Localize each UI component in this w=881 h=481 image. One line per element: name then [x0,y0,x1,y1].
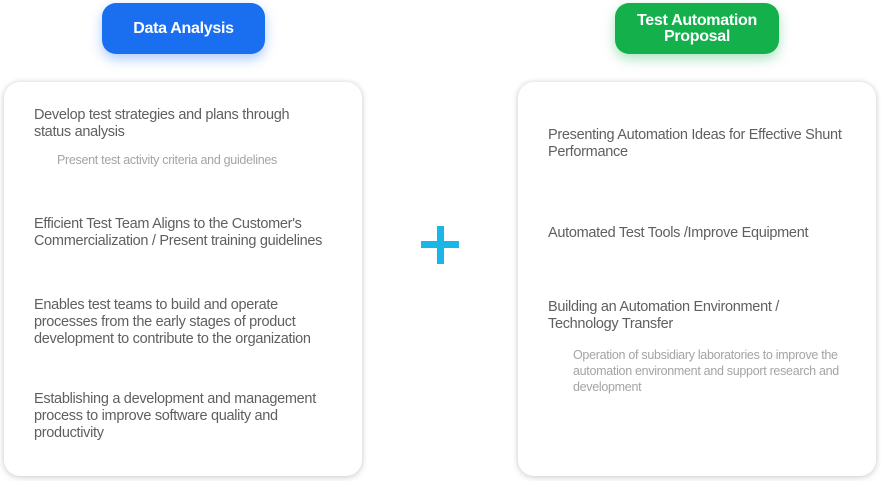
left-item-2: Efficient Test Team Aligns to the Custom… [34,216,323,249]
left-item-3: Enables test teams to build and operate … [34,297,311,347]
right-subitem-1: Operation of subsidiary laboratories to … [573,348,839,394]
right-item-3: Building an Automation Environment / Tec… [548,299,780,332]
test-automation-card: Presenting Automation Ideas for Effectiv… [518,82,876,476]
data-analysis-title: Data Analysis [133,19,234,37]
data-analysis-badge: Data Analysis [102,3,265,54]
test-automation-title: Test Automation Proposal [637,11,757,45]
plus-icon [421,226,459,264]
right-item-2: Automated Test Tools /Improve Equipment [548,225,809,241]
right-item-1: Presenting Automation Ideas for Effectiv… [548,127,842,160]
test-automation-badge: Test Automation Proposal [615,3,779,54]
left-item-1: Develop test strategies and plans throug… [34,107,290,140]
data-analysis-card: Develop test strategies and plans throug… [4,82,362,476]
left-item-4: Establishing a development and managemen… [34,391,316,441]
left-subitem-1: Present test activity criteria and guide… [57,153,277,167]
